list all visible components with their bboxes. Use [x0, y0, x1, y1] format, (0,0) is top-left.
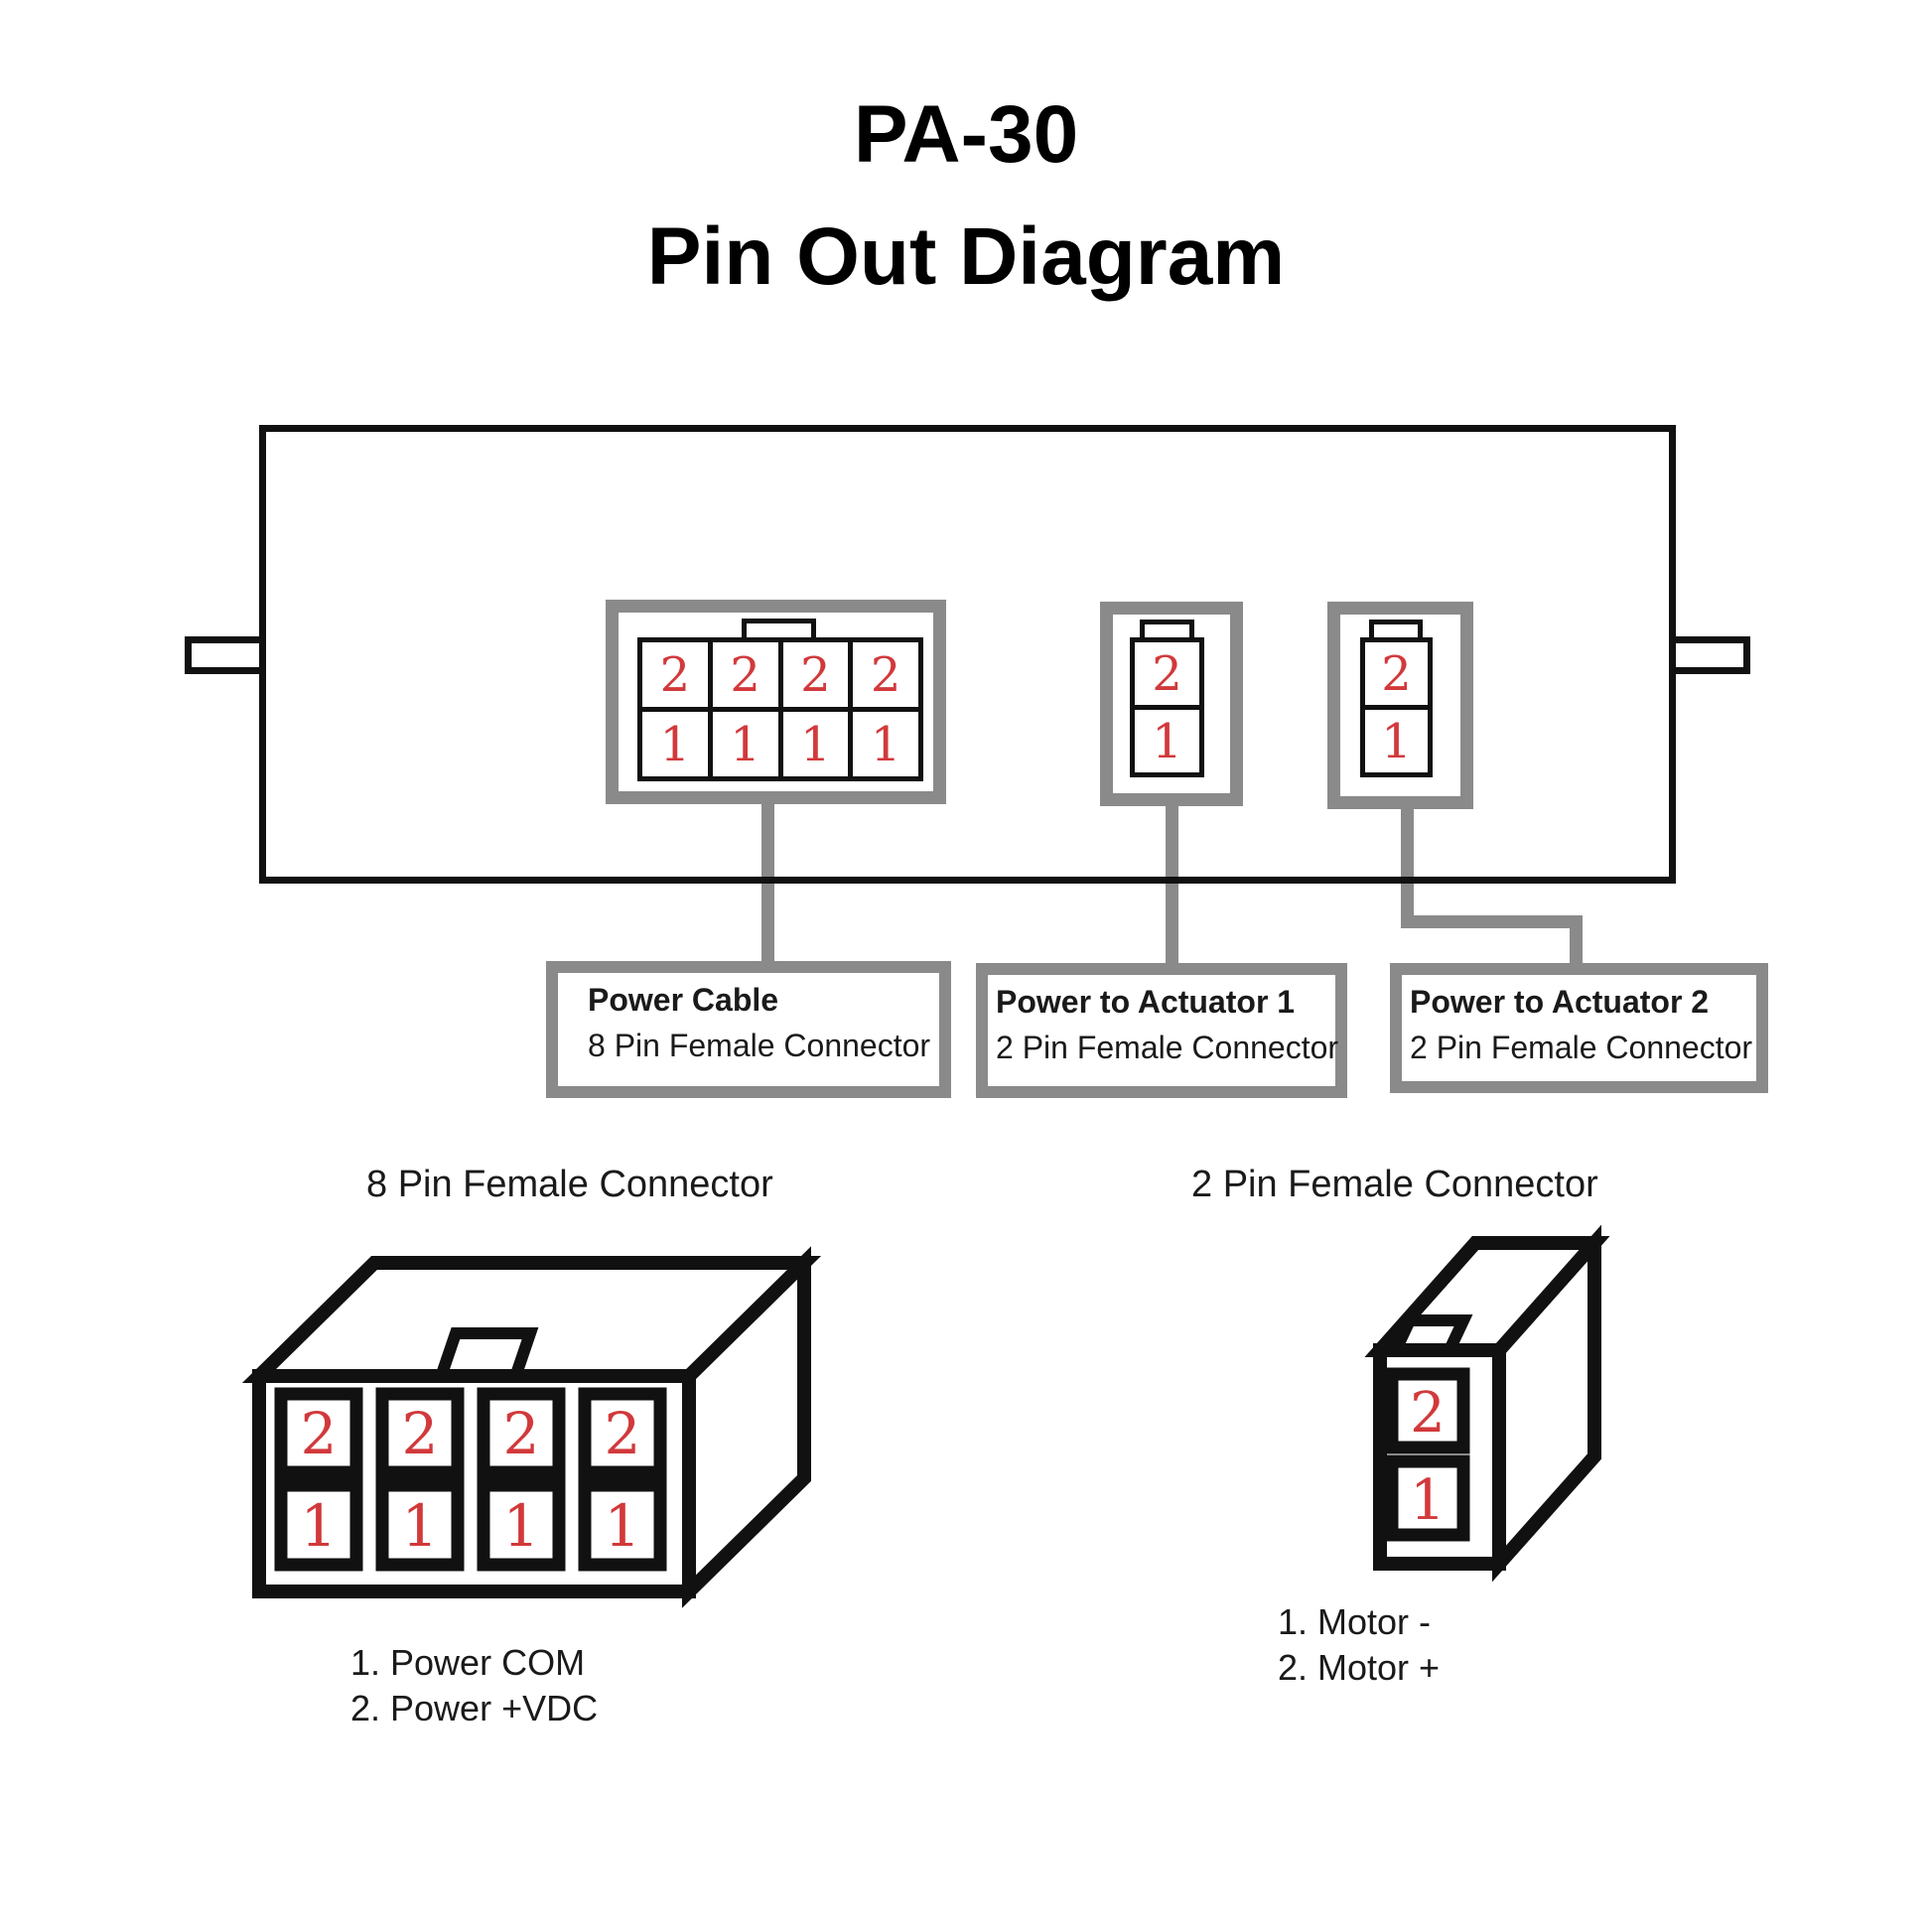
drawing-2pin-connector: 2 1: [1364, 1224, 1610, 1583]
heading-2pin-detail: 2 Pin Female Connector: [1191, 1164, 1598, 1205]
pin-number: 2: [301, 1400, 338, 1467]
pin-cell: 2: [642, 642, 708, 707]
pin-grid-8: 2 2 2 2 1 1 1 1: [637, 637, 923, 781]
pin-cell: 1: [1135, 710, 1199, 772]
callout-subtitle: 2 Pin Female Connector: [1410, 1030, 1753, 1065]
pin-cell: [1385, 1367, 1470, 1454]
pin-cell: 2: [1365, 642, 1428, 705]
mounting-tab-left: [185, 636, 266, 674]
callout-title: Power Cable: [588, 982, 779, 1018]
legend-2pin: 1. Motor - 2. Motor +: [1278, 1599, 1440, 1691]
pin-cell: 2: [853, 642, 918, 707]
callout-subtitle: 2 Pin Female Connector: [996, 1030, 1339, 1065]
callout-subtitle: 8 Pin Female Connector: [588, 1028, 931, 1063]
connector-8pin: 2 2 2 2 1 1 1 1: [606, 600, 946, 804]
pin-number: 1: [301, 1492, 338, 1560]
pin-cell: 1: [782, 712, 849, 776]
wire-power-cable: [761, 804, 774, 963]
callout-actuator-1: Power to Actuator 1 2 Pin Female Connect…: [976, 963, 1347, 1098]
pin-number: 2: [605, 1400, 641, 1467]
connector-2pin-1: 2 1: [1100, 602, 1243, 806]
drawing-8pin-connector: 2 2 2 2 1 1 1 1: [241, 1246, 822, 1608]
legend-line: 2. Power +VDC: [350, 1688, 599, 1728]
pin-cell: [375, 1387, 465, 1479]
pin-number: 2: [1410, 1381, 1446, 1446]
pin-number: 2: [402, 1400, 439, 1467]
pin-cell: [477, 1387, 566, 1479]
pin-grid-2b: 2 1: [1360, 637, 1433, 777]
mounting-tab-right: [1669, 636, 1750, 674]
pin-cell: [578, 1478, 667, 1572]
pin-number: 1: [605, 1492, 641, 1560]
legend-8pin: 1. Power COM 2. Power +VDC: [350, 1640, 598, 1731]
page-subtitle: Pin Out Diagram: [646, 211, 1286, 302]
pin-cell: [1385, 1454, 1470, 1542]
pin-cell: 1: [1365, 710, 1428, 772]
callout-title: Power to Actuator 2: [1410, 984, 1710, 1020]
legend-line: 1. Power COM: [350, 1642, 586, 1683]
legend-line: 2. Motor +: [1278, 1647, 1441, 1688]
heading-8pin-detail: 8 Pin Female Connector: [366, 1164, 773, 1205]
pin-grid-2a: 2 1: [1130, 637, 1204, 777]
wire-actuator-2-horizontal: [1401, 915, 1583, 928]
pin-cell: [274, 1478, 363, 1572]
wire-actuator-2-stub: [1570, 915, 1583, 967]
callout-power-cable: Power Cable 8 Pin Female Connector: [546, 961, 951, 1098]
pin-cell: [578, 1387, 667, 1479]
callout-title: Power to Actuator 1: [996, 984, 1296, 1020]
pin-number: 1: [1410, 1468, 1446, 1533]
pin-cell: 1: [853, 712, 918, 776]
pin-cell: 2: [712, 642, 778, 707]
pin-number: 1: [402, 1492, 439, 1560]
legend-line: 1. Motor -: [1278, 1601, 1432, 1642]
pin-number: 2: [503, 1400, 540, 1467]
callout-actuator-2: Power to Actuator 2 2 Pin Female Connect…: [1390, 963, 1768, 1093]
connector-2pin-2: 2 1: [1327, 602, 1473, 809]
pin-cell: 2: [782, 642, 849, 707]
pin-cell: 1: [712, 712, 778, 776]
pin-cell: [274, 1387, 363, 1479]
pin-cell: 2: [1135, 642, 1199, 705]
wire-actuator-2-vertical: [1401, 809, 1414, 928]
page-title: PA-30: [853, 89, 1079, 180]
wire-actuator-1: [1166, 806, 1178, 965]
pin-number: 1: [503, 1492, 540, 1560]
pin-cell: 1: [642, 712, 708, 776]
pin-cell: [375, 1478, 465, 1572]
pin-cell: [477, 1478, 566, 1572]
